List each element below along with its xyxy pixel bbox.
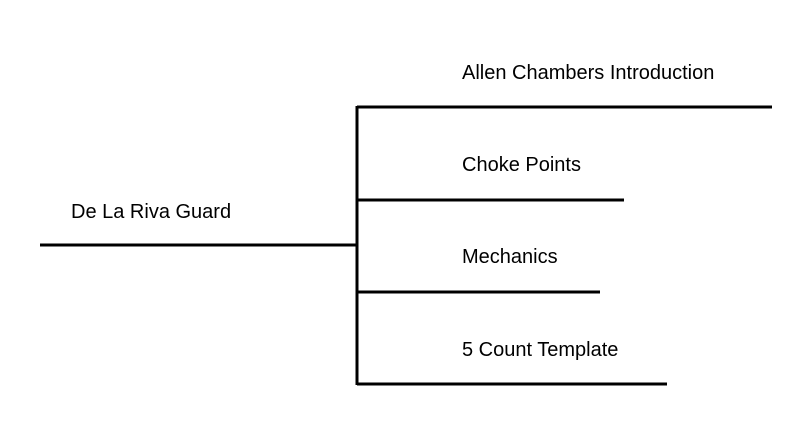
child-node-label-allen-chambers-introduction: Allen Chambers Introduction <box>462 62 715 84</box>
root-node-label: De La Riva Guard <box>71 201 232 223</box>
child-node-label-mechanics: Mechanics <box>462 246 558 268</box>
child-node-label-5-count-template: 5 Count Template <box>462 339 619 361</box>
child-node-label-choke-points: Choke Points <box>462 154 581 176</box>
